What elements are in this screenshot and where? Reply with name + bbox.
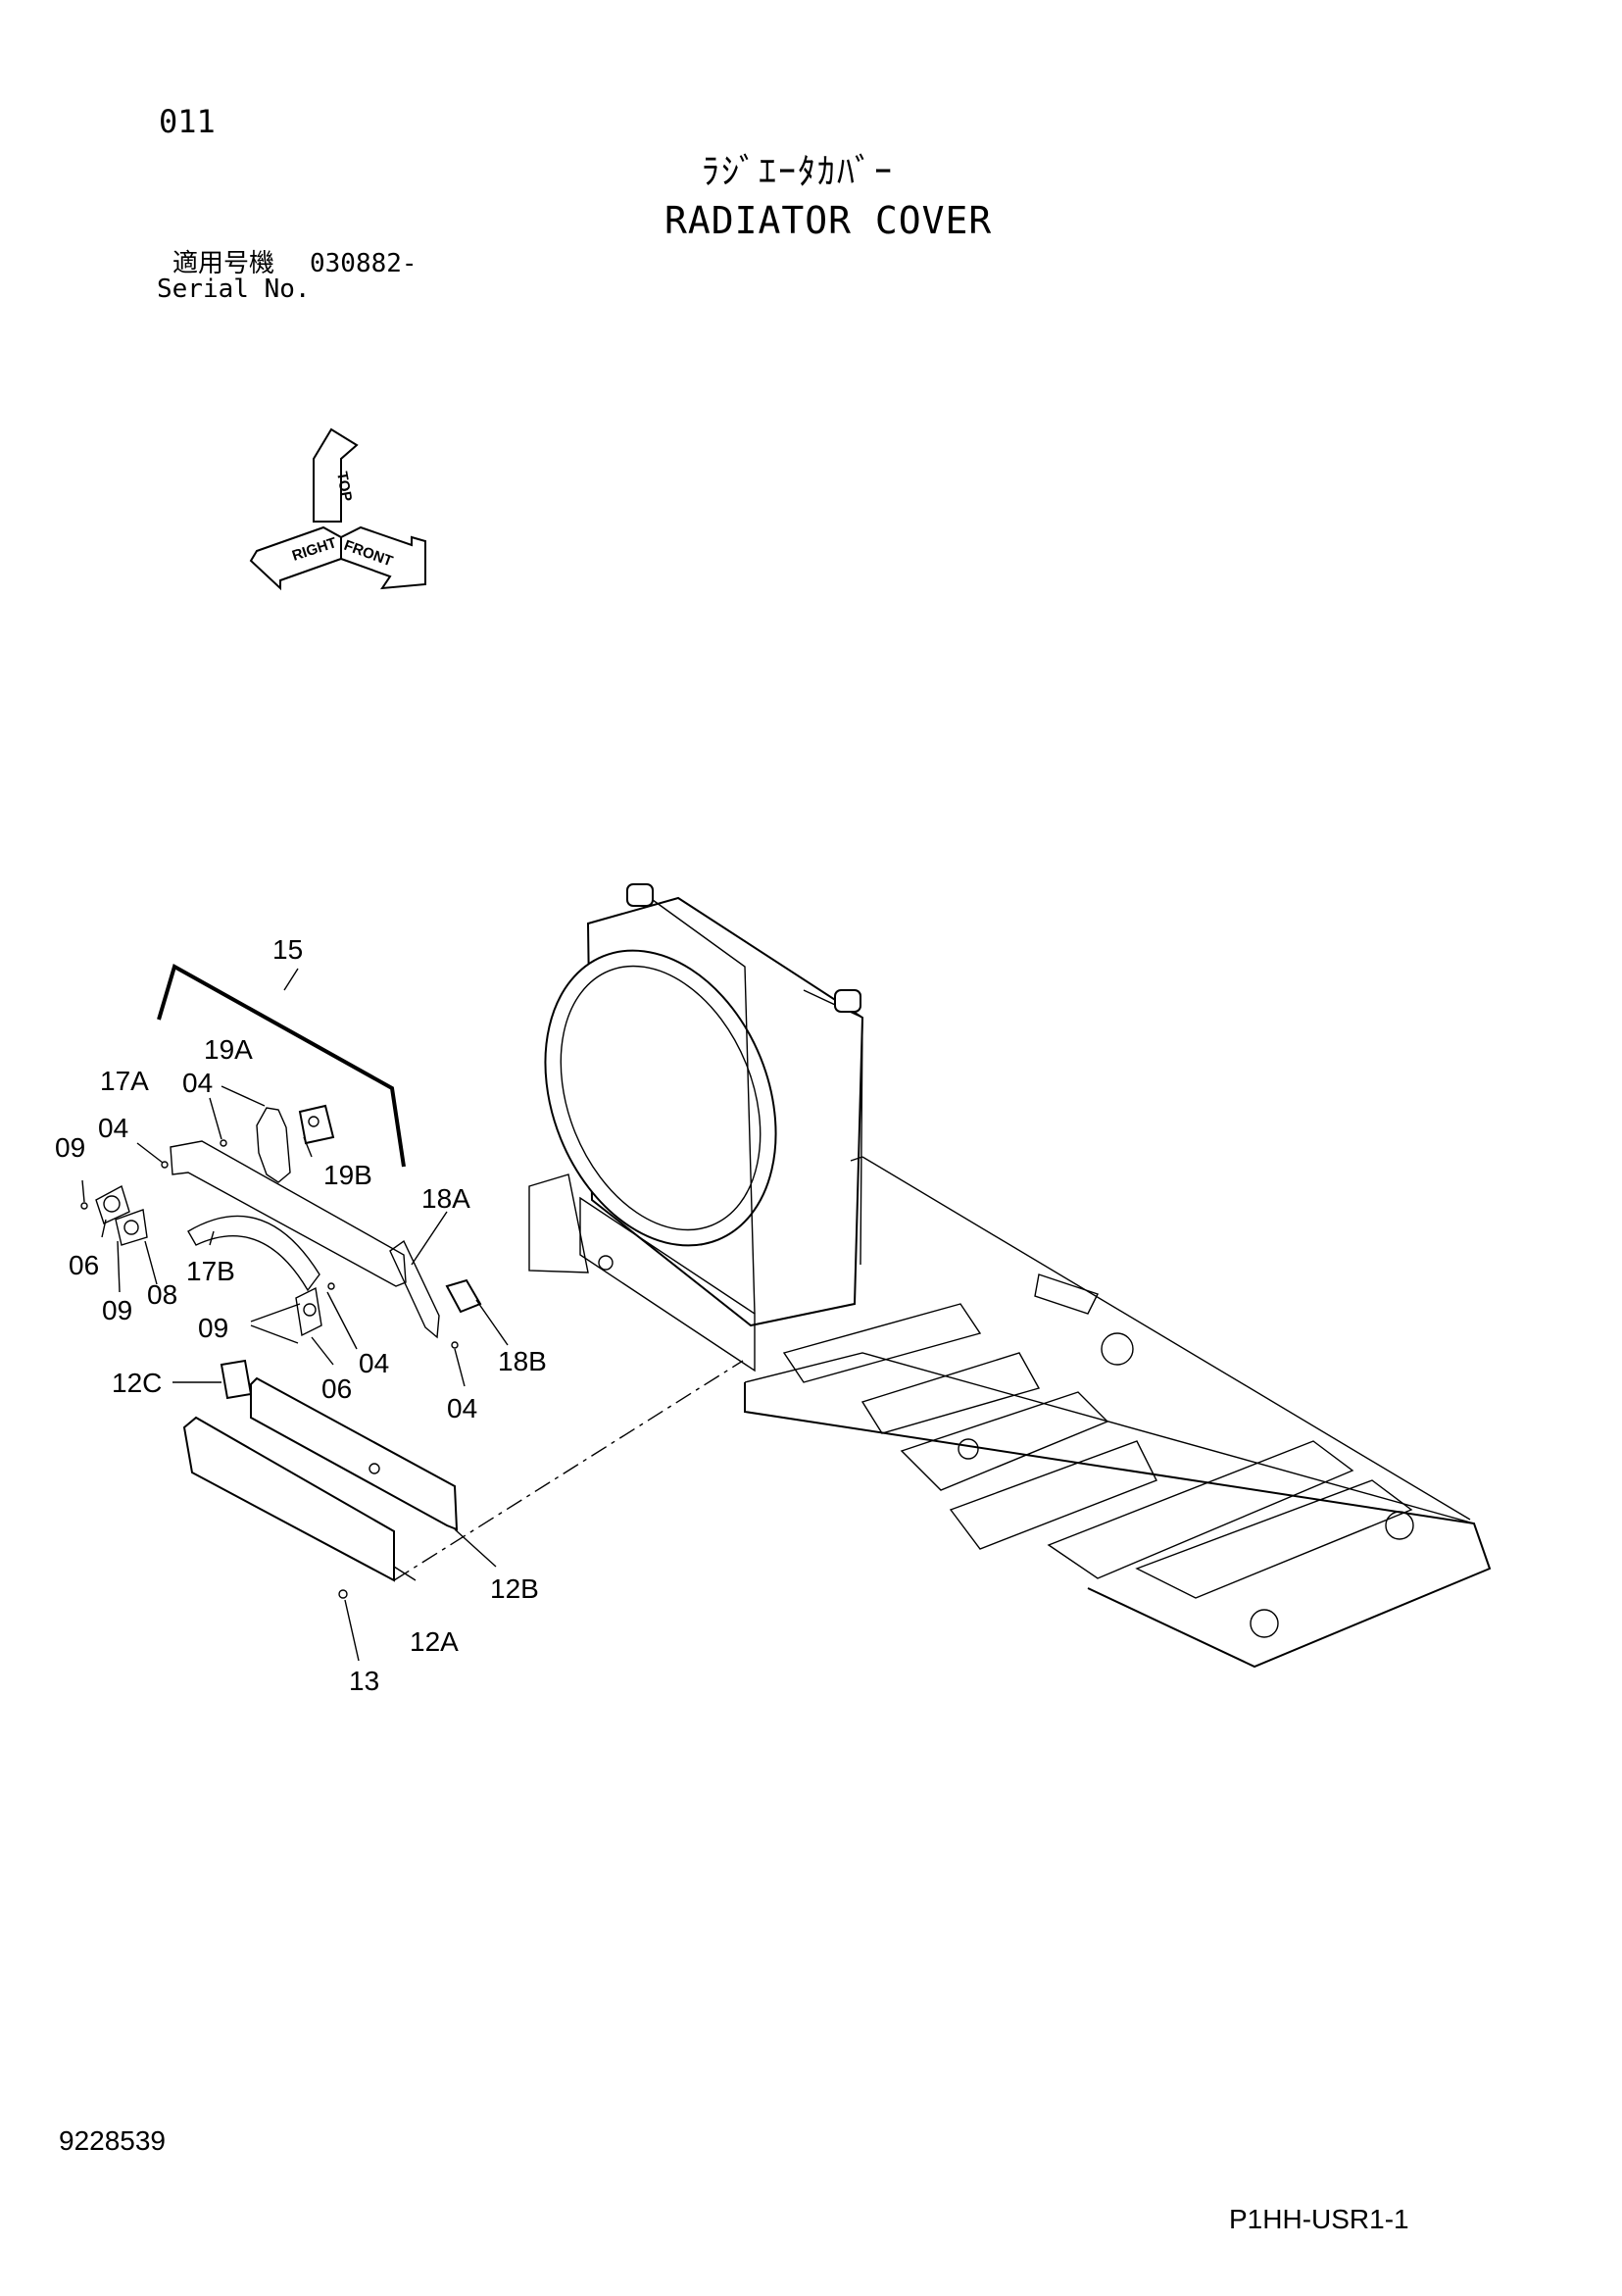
callout-13: 13 bbox=[349, 1666, 379, 1696]
stay-bracket bbox=[528, 1173, 589, 1273]
document-code: P1HH-USR1-1 bbox=[1229, 2204, 1409, 2234]
callout-19A: 19A bbox=[204, 1034, 253, 1065]
callout-09-lower: 09 bbox=[102, 1295, 132, 1325]
title-english: RADIATOR COVER bbox=[664, 199, 993, 242]
callout-19B: 19B bbox=[323, 1160, 372, 1190]
pad-12C bbox=[220, 1359, 253, 1400]
callout-18A: 18A bbox=[421, 1183, 470, 1214]
cover-12B bbox=[250, 1376, 459, 1531]
callout-06-center: 06 bbox=[321, 1373, 352, 1404]
callout-12B: 12B bbox=[490, 1573, 539, 1604]
grommet-09-left bbox=[115, 1209, 148, 1246]
grommet-06-left bbox=[95, 1184, 130, 1224]
title-japanese: ﾗｼﾞｴｰﾀｶﾊﾞｰ bbox=[702, 152, 894, 192]
block-18B bbox=[445, 1278, 482, 1314]
main-frame bbox=[744, 1156, 1492, 1669]
callout-09-center: 09 bbox=[198, 1313, 228, 1343]
callout-17A: 17A bbox=[100, 1066, 149, 1096]
grommet-06-lower bbox=[295, 1286, 322, 1337]
cross-member-1 bbox=[782, 1303, 982, 1383]
callout-12C: 12C bbox=[112, 1368, 162, 1398]
bolt-04-upper bbox=[220, 1139, 227, 1147]
bracket-19A bbox=[256, 1107, 291, 1183]
callout-12A: 12A bbox=[410, 1626, 459, 1657]
callout-08: 08 bbox=[147, 1279, 177, 1310]
cross-member-2 bbox=[860, 1352, 1041, 1434]
front-arrow-icon bbox=[340, 525, 426, 590]
serial-number-value: 030882- bbox=[310, 249, 418, 278]
alignment-line bbox=[393, 1360, 744, 1581]
radiator-assembly bbox=[528, 883, 864, 1373]
right-arrow-icon bbox=[249, 525, 342, 591]
leader-lines bbox=[81, 968, 509, 1662]
reference-number: 9228539 bbox=[59, 2125, 167, 2156]
cross-member-3 bbox=[900, 1391, 1109, 1491]
callout-04-center: 04 bbox=[359, 1348, 389, 1378]
strip-17B bbox=[187, 1215, 320, 1292]
callout-17B: 17B bbox=[186, 1256, 235, 1286]
callout-06-left: 06 bbox=[69, 1250, 99, 1280]
callout-18B: 18B bbox=[498, 1346, 547, 1376]
seal-strip-15 bbox=[157, 964, 406, 1168]
bolt-13 bbox=[338, 1589, 348, 1599]
callout-09-left: 09 bbox=[55, 1132, 85, 1163]
orientation-indicator: TOP RIGHT FRONT bbox=[249, 427, 426, 591]
bracket-18A bbox=[389, 1239, 440, 1339]
serial-label-japanese: 適用号機 bbox=[172, 249, 275, 278]
cover-17A bbox=[170, 1140, 407, 1287]
serial-label-english: Serial No. bbox=[157, 275, 311, 304]
fan-shroud bbox=[544, 949, 777, 1247]
block-19B bbox=[298, 1104, 335, 1145]
cover-12A bbox=[182, 1416, 395, 1582]
top-label: TOP bbox=[333, 471, 355, 503]
callout-15: 15 bbox=[272, 934, 303, 965]
callout-04-right: 04 bbox=[447, 1393, 477, 1423]
callout-04-upper: 04 bbox=[182, 1068, 213, 1098]
top-arrow-icon bbox=[313, 427, 359, 523]
page-number: 011 bbox=[159, 103, 216, 140]
callout-04-left: 04 bbox=[98, 1113, 128, 1143]
cross-member-4 bbox=[949, 1440, 1157, 1550]
cross-member-5 bbox=[1047, 1440, 1354, 1579]
